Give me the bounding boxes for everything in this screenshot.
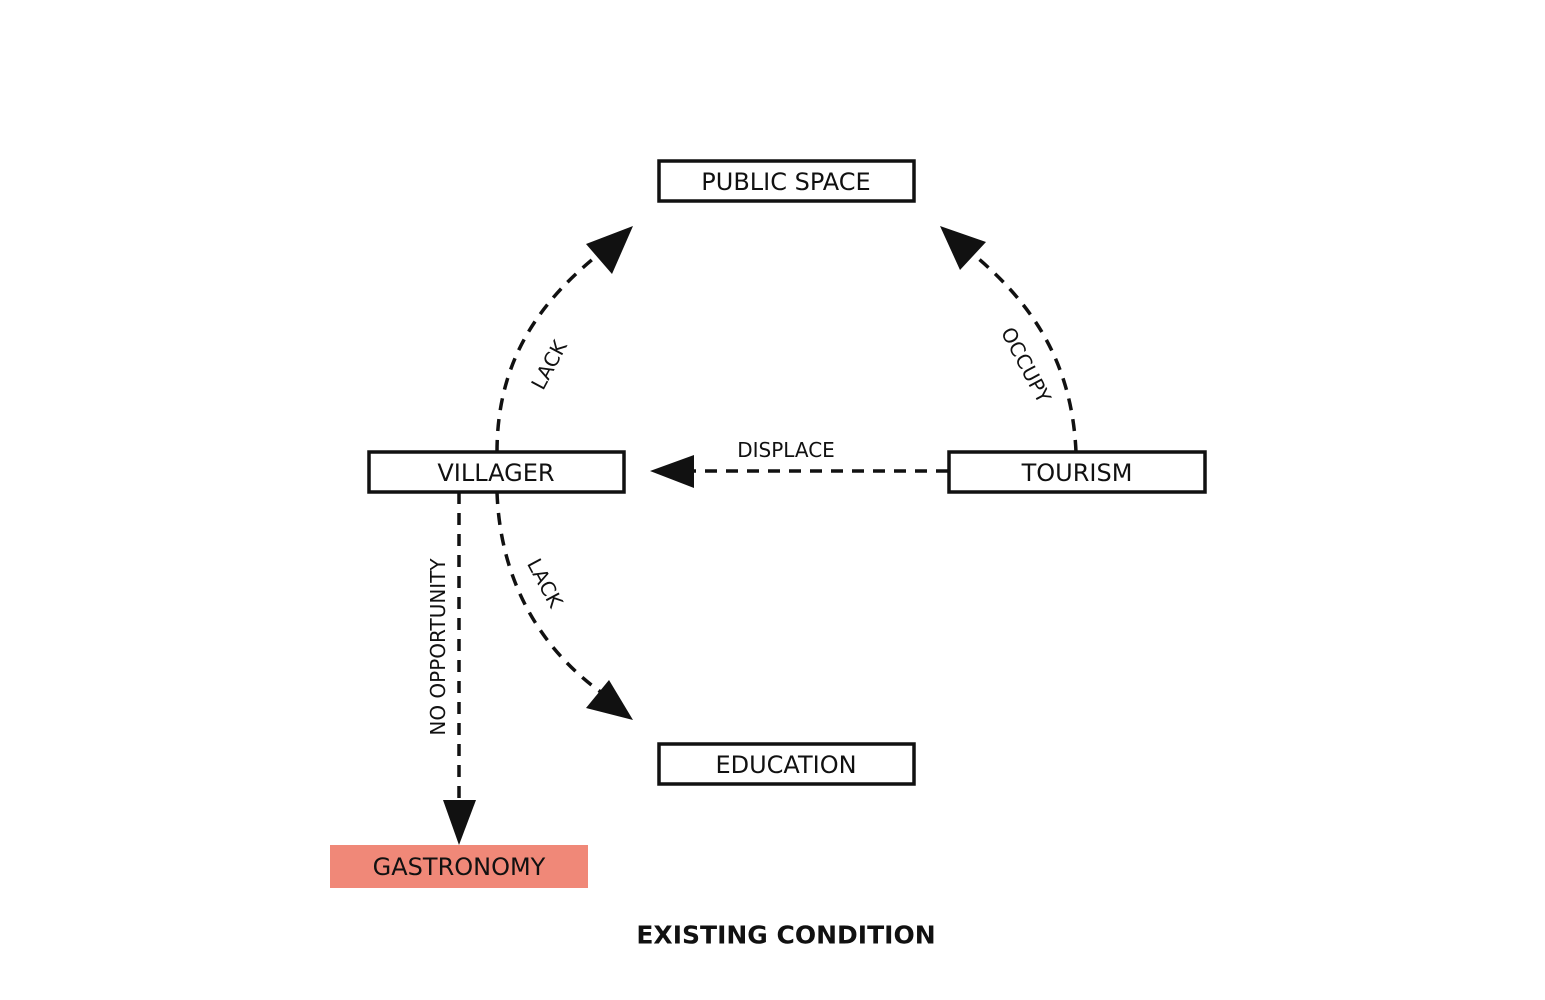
node-education: EDUCATION [657, 742, 916, 786]
edge-label-lack-bottom: LACK [522, 554, 568, 612]
node-gastronomy: GASTRONOMY [330, 845, 588, 888]
node-gastronomy-box [330, 845, 588, 888]
node-tourism: TOURISM [947, 450, 1207, 494]
edge-label-displace: DISPLACE [737, 438, 835, 462]
arrow-head-villager-to-public-space [586, 226, 633, 274]
node-public-space: PUBLIC SPACE [657, 159, 916, 203]
edge-label-no-opportunity: NO OPPORTUNITY [426, 558, 450, 736]
node-education-label: EDUCATION [715, 751, 856, 779]
arrow-head-tourism-to-public-space [940, 226, 986, 270]
diagram-caption: EXISTING CONDITION [636, 921, 935, 950]
node-villager-label: VILLAGER [437, 459, 554, 487]
node-villager: VILLAGER [367, 450, 626, 494]
arrow-head-villager-to-gastronomy [443, 800, 476, 845]
arrow-head-tourism-to-villager [650, 455, 694, 488]
node-public-space-label: PUBLIC SPACE [701, 168, 870, 196]
edge-label-lack-top: LACK [526, 336, 572, 394]
edge-villager-to-education [495, 491, 606, 697]
arrow-head-villager-to-education [586, 680, 633, 720]
node-tourism-label: TOURISM [1021, 459, 1133, 487]
edge-label-occupy: OCCUPY [996, 323, 1056, 407]
node-gastronomy-label: GASTRONOMY [373, 853, 546, 881]
